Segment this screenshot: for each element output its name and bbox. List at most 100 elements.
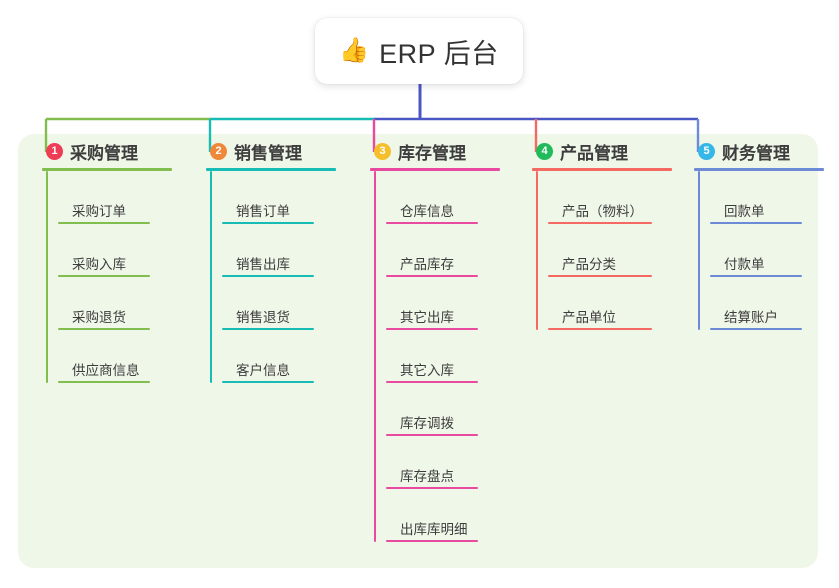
leaf-item-label: 产品单位 — [562, 310, 616, 325]
leaf-item-rule — [710, 275, 802, 277]
branch-item-list: 产品（物料） 产品分类产品单位 — [536, 171, 670, 330]
leaf-item-rule — [58, 222, 150, 224]
leaf-item[interactable]: 销售出库 — [222, 224, 344, 277]
leaf-item-label: 采购退货 — [72, 310, 126, 325]
branch-title: 库存管理 — [398, 143, 466, 163]
leaf-item[interactable]: 供应商信息 — [58, 330, 180, 383]
branch-header-4[interactable]: 4 产品管理 — [518, 134, 670, 168]
leaf-item-label: 产品分类 — [562, 257, 616, 272]
branch-spine — [536, 171, 538, 330]
branch-number-badge: 2 — [210, 142, 227, 160]
leaf-item-label: 供应商信息 — [72, 363, 140, 378]
branch-columns: 1 采购管理采购订单采购入库采购退货供应商信息 2 销售管理销售订单销售出库销售退货客… — [0, 134, 839, 588]
leaf-item-label: 付款单 — [724, 257, 765, 272]
leaf-item[interactable]: 产品库存 — [386, 224, 508, 277]
leaf-item-label: 采购入库 — [72, 257, 126, 272]
leaf-item-rule — [386, 328, 478, 330]
leaf-item[interactable]: 产品分类 — [548, 224, 670, 277]
branch-item-list: 仓库信息产品库存其它出库其它入库库存调拨库存盘点出库库明细 — [374, 171, 508, 542]
branch-column-2: 2 销售管理销售订单销售出库销售退货客户信息 — [192, 134, 344, 383]
leaf-item-label: 产品（物料） — [562, 204, 643, 219]
leaf-item[interactable]: 仓库信息 — [386, 171, 508, 224]
branch-header-rule — [206, 168, 336, 171]
leaf-item-label: 仓库信息 — [400, 204, 454, 219]
thumbs-up-icon: 👍 — [339, 37, 370, 64]
leaf-item[interactable]: 其它出库 — [386, 277, 508, 330]
leaf-item-rule — [548, 275, 652, 277]
leaf-item[interactable]: 产品单位 — [548, 277, 670, 330]
leaf-item-rule — [386, 275, 478, 277]
leaf-item[interactable]: 销售订单 — [222, 171, 344, 224]
leaf-item-label: 产品库存 — [400, 257, 454, 272]
leaf-item-rule — [222, 381, 314, 383]
branch-header-rule — [694, 168, 824, 171]
branch-number-badge: 1 — [46, 142, 63, 160]
leaf-item-label: 其它入库 — [400, 363, 454, 378]
leaf-item[interactable]: 库存调拨 — [386, 383, 508, 436]
branch-header-5[interactable]: 5 财务管理 — [680, 134, 832, 168]
branch-title: 采购管理 — [70, 143, 138, 163]
leaf-item-label: 其它出库 — [400, 310, 454, 325]
leaf-item-rule — [222, 328, 314, 330]
leaf-item-rule — [58, 328, 150, 330]
branch-title: 销售管理 — [234, 143, 302, 163]
leaf-item-rule — [386, 381, 478, 383]
leaf-item-label: 销售出库 — [236, 257, 290, 272]
root-node[interactable]: 👍 ERP 后台 — [315, 18, 523, 84]
leaf-item[interactable]: 采购入库 — [58, 224, 180, 277]
leaf-item-label: 销售退货 — [236, 310, 290, 325]
branch-spine — [698, 171, 700, 330]
leaf-item[interactable]: 结算账户 — [710, 277, 832, 330]
leaf-item[interactable]: 库存盘点 — [386, 436, 508, 489]
branch-column-1: 1 采购管理采购订单采购入库采购退货供应商信息 — [28, 134, 180, 383]
leaf-item-label: 库存盘点 — [400, 469, 454, 484]
branch-title: 财务管理 — [722, 143, 790, 163]
leaf-item-rule — [710, 222, 802, 224]
branch-spine — [374, 171, 376, 542]
leaf-item[interactable]: 客户信息 — [222, 330, 344, 383]
branch-header-rule — [532, 168, 672, 171]
leaf-item-label: 回款单 — [724, 204, 765, 219]
branch-column-4: 4 产品管理产品（物料） 产品分类产品单位 — [518, 134, 672, 330]
leaf-item[interactable]: 采购订单 — [58, 171, 180, 224]
branch-column-3: 3 库存管理仓库信息产品库存其它出库其它入库库存调拨库存盘点出库库明细 — [356, 134, 508, 542]
leaf-item[interactable]: 销售退货 — [222, 277, 344, 330]
leaf-item-rule — [386, 434, 478, 436]
leaf-item[interactable]: 其它入库 — [386, 330, 508, 383]
leaf-item-rule — [548, 222, 652, 224]
branch-title: 产品管理 — [560, 143, 628, 163]
branch-header-3[interactable]: 3 库存管理 — [356, 134, 508, 168]
branch-header-rule — [42, 168, 172, 171]
branch-item-list: 回款单付款单结算账户 — [698, 171, 832, 330]
leaf-item[interactable]: 产品（物料） — [548, 171, 670, 224]
branch-header-rule — [370, 168, 500, 171]
leaf-item-rule — [222, 275, 314, 277]
branch-number-badge: 3 — [374, 142, 391, 160]
leaf-item-label: 客户信息 — [236, 363, 290, 378]
leaf-item-rule — [710, 328, 802, 330]
leaf-item-rule — [386, 487, 478, 489]
leaf-item-label: 结算账户 — [724, 310, 778, 325]
leaf-item[interactable]: 付款单 — [710, 224, 832, 277]
leaf-item[interactable]: 回款单 — [710, 171, 832, 224]
leaf-item-rule — [386, 540, 478, 542]
leaf-item-label: 出库库明细 — [400, 522, 468, 537]
branch-item-list: 采购订单采购入库采购退货供应商信息 — [46, 171, 180, 383]
root-node-title: ERP 后台 — [379, 38, 499, 69]
leaf-item[interactable]: 出库库明细 — [386, 489, 508, 542]
leaf-item-label: 销售订单 — [236, 204, 290, 219]
leaf-item-rule — [548, 328, 652, 330]
leaf-item-rule — [222, 222, 314, 224]
leaf-item-rule — [386, 222, 478, 224]
branch-header-1[interactable]: 1 采购管理 — [28, 134, 180, 168]
leaf-item-label: 采购订单 — [72, 204, 126, 219]
branch-header-2[interactable]: 2 销售管理 — [192, 134, 344, 168]
leaf-item-rule — [58, 381, 150, 383]
leaf-item-rule — [58, 275, 150, 277]
branch-spine — [46, 171, 48, 383]
branch-number-badge: 4 — [536, 142, 553, 160]
leaf-item[interactable]: 采购退货 — [58, 277, 180, 330]
branch-item-list: 销售订单销售出库销售退货客户信息 — [210, 171, 344, 383]
leaf-item-label: 库存调拨 — [400, 416, 454, 431]
branch-number-badge: 5 — [698, 142, 715, 160]
